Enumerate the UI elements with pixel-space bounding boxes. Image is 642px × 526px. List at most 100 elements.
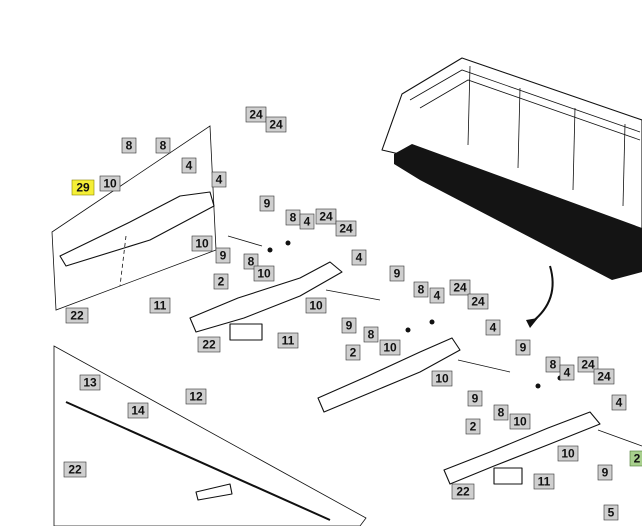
callout-24[interactable]: 24 — [593, 368, 615, 385]
callout-10[interactable]: 10 — [379, 339, 401, 356]
callout-22[interactable]: 22 — [197, 336, 221, 353]
callout-29[interactable]: 29 — [71, 179, 95, 196]
callout-4[interactable]: 4 — [299, 213, 315, 230]
direction-arrow — [531, 265, 554, 323]
callout-4[interactable]: 4 — [559, 364, 575, 381]
callout-24[interactable]: 24 — [245, 106, 267, 123]
callout-9[interactable]: 9 — [341, 317, 357, 334]
callout-9[interactable]: 9 — [389, 265, 405, 282]
svg-text:10: 10 — [103, 177, 117, 191]
svg-text:4: 4 — [490, 321, 497, 335]
svg-text:24: 24 — [269, 118, 283, 132]
arrow-head — [526, 318, 538, 328]
callout-2[interactable]: 2 — [465, 418, 481, 435]
callout-5[interactable]: 5 — [603, 504, 619, 521]
callout-8[interactable]: 8 — [363, 326, 379, 343]
svg-text:9: 9 — [520, 341, 527, 355]
callout-10[interactable]: 10 — [191, 235, 213, 252]
callout-22[interactable]: 22 — [65, 307, 89, 324]
svg-text:2: 2 — [634, 452, 641, 466]
callout-11[interactable]: 11 — [533, 473, 555, 490]
callout-9[interactable]: 9 — [259, 195, 275, 212]
svg-text:8: 8 — [498, 406, 505, 420]
callout-8[interactable]: 8 — [155, 137, 171, 154]
callout-10[interactable]: 10 — [253, 265, 275, 282]
svg-text:24: 24 — [249, 108, 263, 122]
svg-text:9: 9 — [602, 466, 609, 480]
callout-24[interactable]: 24 — [467, 293, 489, 310]
callout-9[interactable]: 9 — [467, 390, 483, 407]
svg-text:10: 10 — [513, 415, 527, 429]
shaft-12 — [65, 401, 331, 521]
svg-text:8: 8 — [160, 139, 167, 153]
svg-text:2: 2 — [350, 346, 357, 360]
svg-text:10: 10 — [257, 267, 271, 281]
callout-9[interactable]: 9 — [215, 247, 231, 264]
callout-4[interactable]: 4 — [611, 394, 627, 411]
callout-22[interactable]: 22 — [451, 483, 475, 500]
callout-10[interactable]: 10 — [431, 370, 453, 387]
callout-8[interactable]: 8 — [493, 404, 509, 421]
callout-14[interactable]: 14 — [127, 402, 149, 419]
svg-text:9: 9 — [264, 197, 271, 211]
svg-text:5: 5 — [608, 506, 615, 520]
callout-9[interactable]: 9 — [515, 339, 531, 356]
svg-text:10: 10 — [561, 447, 575, 461]
callout-11[interactable]: 11 — [149, 297, 171, 314]
header-frame — [381, 57, 642, 280]
svg-text:9: 9 — [472, 392, 479, 406]
svg-text:4: 4 — [186, 159, 193, 173]
rockshaft-arm-2 — [317, 319, 511, 413]
callout-10[interactable]: 10 — [509, 413, 531, 430]
callout-4[interactable]: 4 — [211, 171, 227, 188]
callout-2[interactable]: 2 — [213, 273, 229, 290]
callout-8[interactable]: 8 — [285, 209, 301, 226]
svg-text:10: 10 — [195, 237, 209, 251]
svg-text:12: 12 — [189, 390, 203, 404]
callout-4[interactable]: 4 — [429, 287, 445, 304]
svg-text:2: 2 — [470, 420, 477, 434]
callout-2[interactable]: 2 — [345, 344, 361, 361]
rockshaft-arm-1 — [189, 235, 381, 341]
callout-8[interactable]: 8 — [243, 253, 259, 270]
svg-text:8: 8 — [248, 255, 255, 269]
callout-24[interactable]: 24 — [265, 116, 287, 133]
svg-text:24: 24 — [597, 370, 611, 384]
callout-10[interactable]: 10 — [305, 297, 327, 314]
callout-8[interactable]: 8 — [413, 281, 429, 298]
svg-text:4: 4 — [356, 251, 363, 265]
callout-8[interactable]: 8 — [121, 137, 137, 154]
callout-22[interactable]: 22 — [63, 461, 87, 478]
callout-2[interactable]: 2 — [629, 450, 642, 467]
callout-13[interactable]: 13 — [79, 374, 101, 391]
svg-text:13: 13 — [83, 376, 97, 390]
callout-4[interactable]: 4 — [351, 249, 367, 266]
callout-10[interactable]: 10 — [99, 175, 121, 192]
callout-24[interactable]: 24 — [577, 356, 599, 373]
callout-24[interactable]: 24 — [335, 220, 357, 237]
callout-12[interactable]: 12 — [185, 388, 207, 405]
svg-text:8: 8 — [418, 283, 425, 297]
callout-10[interactable]: 10 — [557, 445, 579, 462]
svg-text:24: 24 — [581, 358, 595, 372]
callout-8[interactable]: 8 — [545, 356, 561, 373]
svg-text:24: 24 — [339, 222, 353, 236]
callout-9[interactable]: 9 — [597, 464, 613, 481]
svg-text:2: 2 — [218, 275, 225, 289]
svg-text:9: 9 — [346, 319, 353, 333]
svg-text:22: 22 — [70, 309, 84, 323]
svg-text:24: 24 — [471, 295, 485, 309]
callout-24[interactable]: 24 — [315, 208, 337, 225]
svg-text:22: 22 — [456, 485, 470, 499]
svg-text:8: 8 — [550, 358, 557, 372]
svg-text:4: 4 — [564, 366, 571, 380]
rockshaft-arm-3 — [443, 375, 642, 485]
callout-24[interactable]: 24 — [449, 279, 471, 296]
svg-text:4: 4 — [616, 396, 623, 410]
callout-4[interactable]: 4 — [181, 157, 197, 174]
callout-4[interactable]: 4 — [485, 319, 501, 336]
svg-text:9: 9 — [394, 267, 401, 281]
callout-11[interactable]: 11 — [277, 332, 299, 349]
svg-text:4: 4 — [216, 173, 223, 187]
